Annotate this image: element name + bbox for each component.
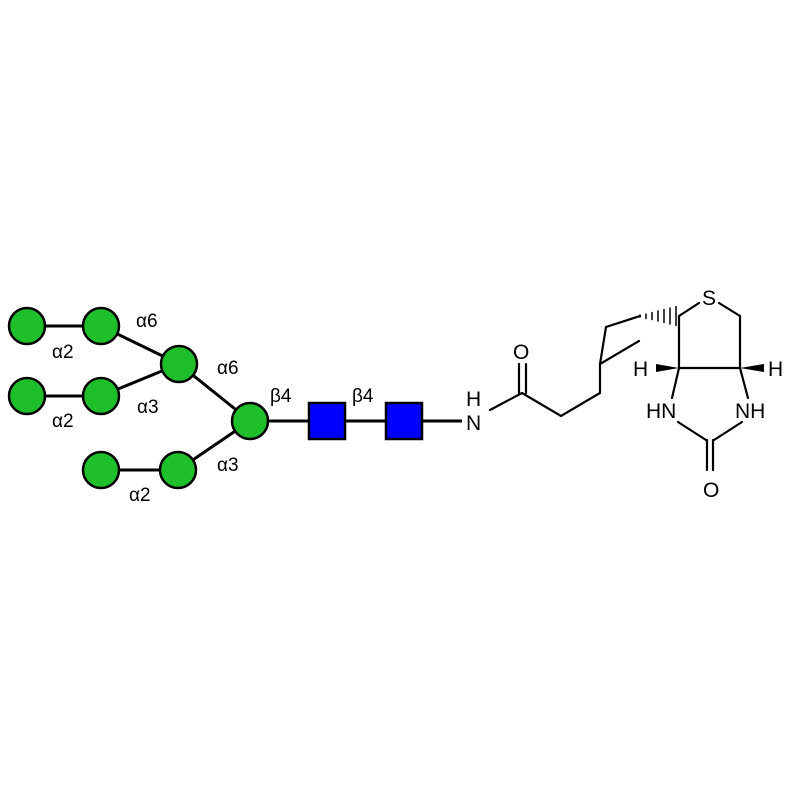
linkage-label-a6-upper: α6 bbox=[136, 311, 158, 332]
urea-o-label: O bbox=[703, 479, 719, 502]
glcnac-square-n1 bbox=[307, 401, 347, 441]
mannose-circle-m8 bbox=[158, 450, 198, 490]
linkage-label-a3-mid: α3 bbox=[137, 397, 159, 418]
linkage-label-a6-core: α6 bbox=[217, 358, 239, 379]
bond-nh-left-c bbox=[676, 420, 708, 442]
linkage-label-a3-core: α3 bbox=[217, 455, 239, 476]
carbonyl-o-label: O bbox=[513, 341, 529, 364]
glycan-residues bbox=[7, 306, 424, 490]
amide-n-label: N bbox=[466, 412, 481, 435]
biotin-linker: N H O S H H HN NH O bbox=[466, 287, 783, 502]
bond-chain-wedge bbox=[604, 314, 642, 329]
bond-nh-right-c bbox=[712, 420, 744, 442]
linkage-label-a2-mid: α2 bbox=[52, 411, 74, 432]
mannose-circle-m2 bbox=[81, 306, 121, 346]
bond-chain-fix bbox=[598, 325, 608, 366]
linkage-label-a2-top: α2 bbox=[52, 342, 74, 363]
amide-h-label: H bbox=[466, 388, 481, 411]
h-left-label: H bbox=[633, 358, 648, 381]
bond-c-nh-right bbox=[738, 366, 750, 400]
nh-left-label: HN bbox=[646, 400, 676, 423]
mannose-circle-m1 bbox=[7, 306, 47, 346]
bond-c-nh-left bbox=[670, 366, 681, 400]
bond-n-carbonyl bbox=[488, 391, 524, 412]
linkage-label-a2-bottom: α2 bbox=[129, 485, 151, 506]
glcnac-square-n2 bbox=[384, 401, 424, 441]
linkage-label-b4-first: β4 bbox=[270, 386, 292, 407]
sulfur-label: S bbox=[702, 287, 716, 310]
mannose-circle-m7 bbox=[81, 450, 121, 490]
mannose-circle-m6 bbox=[230, 401, 270, 441]
bond-c-s-left bbox=[677, 301, 701, 318]
bond-s-c-right bbox=[717, 301, 742, 318]
bold-wedge-left-h bbox=[656, 364, 679, 372]
mannose-circle-m5 bbox=[159, 344, 199, 384]
linkage-labels: α2 α6 α2 α3 α6 α3 α2 β4 β4 bbox=[52, 311, 374, 506]
nh-right-label: NH bbox=[735, 400, 765, 423]
alkyl-chain bbox=[520, 339, 641, 418]
h-right-label: H bbox=[768, 358, 783, 381]
linkage-label-b4-second: β4 bbox=[352, 386, 374, 407]
mannose-circle-m3 bbox=[7, 376, 47, 416]
mannose-circle-m4 bbox=[81, 376, 121, 416]
bold-wedge-right-h bbox=[740, 364, 764, 372]
hashed-wedge-bond bbox=[639, 305, 677, 327]
